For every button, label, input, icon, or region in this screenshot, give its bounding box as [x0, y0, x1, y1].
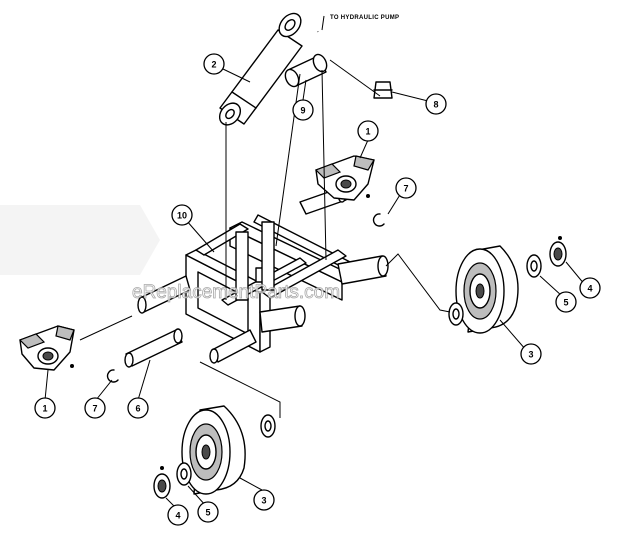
- callout-8: 8: [425, 93, 447, 115]
- callout-7-right: 7: [395, 177, 417, 199]
- callout-1-left: 1: [34, 397, 56, 419]
- svg-text:3: 3: [528, 350, 533, 360]
- watermark: eReplacementParts.com: [132, 282, 340, 303]
- callout-1-right: 1: [357, 120, 379, 142]
- washer-right-inner: [448, 302, 464, 326]
- svg-text:4: 4: [587, 284, 592, 294]
- hydraulic-pump-note: TO HYDRAULIC PUMP: [330, 15, 399, 21]
- svg-text:10: 10: [177, 211, 187, 221]
- svg-text:7: 7: [403, 184, 408, 194]
- callout-7-left: 7: [84, 397, 106, 419]
- callout-2: 2: [203, 53, 225, 75]
- callout-3-right: 3: [520, 343, 542, 365]
- assembly-lines: [79, 59, 451, 418]
- svg-text:5: 5: [563, 298, 568, 308]
- nut-right-4: [549, 236, 567, 267]
- svg-text:3: 3: [261, 496, 266, 506]
- nut-left-4: [153, 466, 171, 499]
- washer-right-5: [526, 254, 542, 278]
- svg-text:4: 4: [175, 511, 180, 521]
- svg-text:8: 8: [433, 100, 438, 110]
- svg-text:1: 1: [42, 404, 47, 414]
- callout-3-left: 3: [253, 489, 275, 511]
- retaining-ring-right: [372, 213, 385, 227]
- svg-text:5: 5: [205, 508, 210, 518]
- front-axles: [137, 275, 306, 333]
- wheel-right: [455, 245, 519, 334]
- callout-5-right: 5: [555, 291, 577, 313]
- hydraulic-cylinder: [218, 12, 303, 126]
- callout-10: 10: [171, 204, 193, 226]
- spacer-tube: [284, 53, 328, 88]
- svg-text:6: 6: [135, 404, 140, 414]
- background-shape: [0, 205, 160, 275]
- wheel-left: [181, 405, 246, 495]
- callout-4-left: 4: [167, 504, 189, 526]
- callout-6: 6: [127, 397, 149, 419]
- callout-4-right: 4: [579, 277, 601, 299]
- hydraulic-hose: [316, 31, 395, 99]
- svg-text:1: 1: [365, 127, 370, 137]
- retaining-ring-left: [106, 369, 119, 383]
- bracket-left: [18, 325, 75, 371]
- svg-text:2: 2: [211, 60, 216, 70]
- svg-text:9: 9: [300, 106, 305, 116]
- main-frame: [185, 214, 357, 353]
- callout-9: 9: [292, 99, 314, 121]
- bracket-right: [314, 155, 375, 201]
- washer-left-5: [176, 462, 192, 486]
- washer-left-inner: [260, 414, 276, 438]
- svg-text:7: 7: [92, 404, 97, 414]
- axle-pin: [124, 328, 257, 368]
- callout-5-left: 5: [197, 501, 219, 523]
